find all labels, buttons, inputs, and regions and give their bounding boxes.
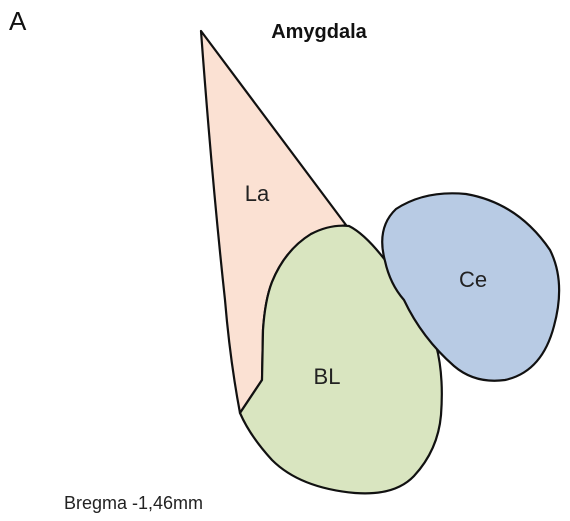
panel-label: A — [9, 6, 27, 36]
label-la: La — [245, 181, 270, 206]
bregma-caption: Bregma -1,46mm — [64, 493, 203, 513]
label-ce: Ce — [459, 267, 487, 292]
label-bl: BL — [314, 364, 341, 389]
figure-title: Amygdala — [271, 21, 367, 43]
